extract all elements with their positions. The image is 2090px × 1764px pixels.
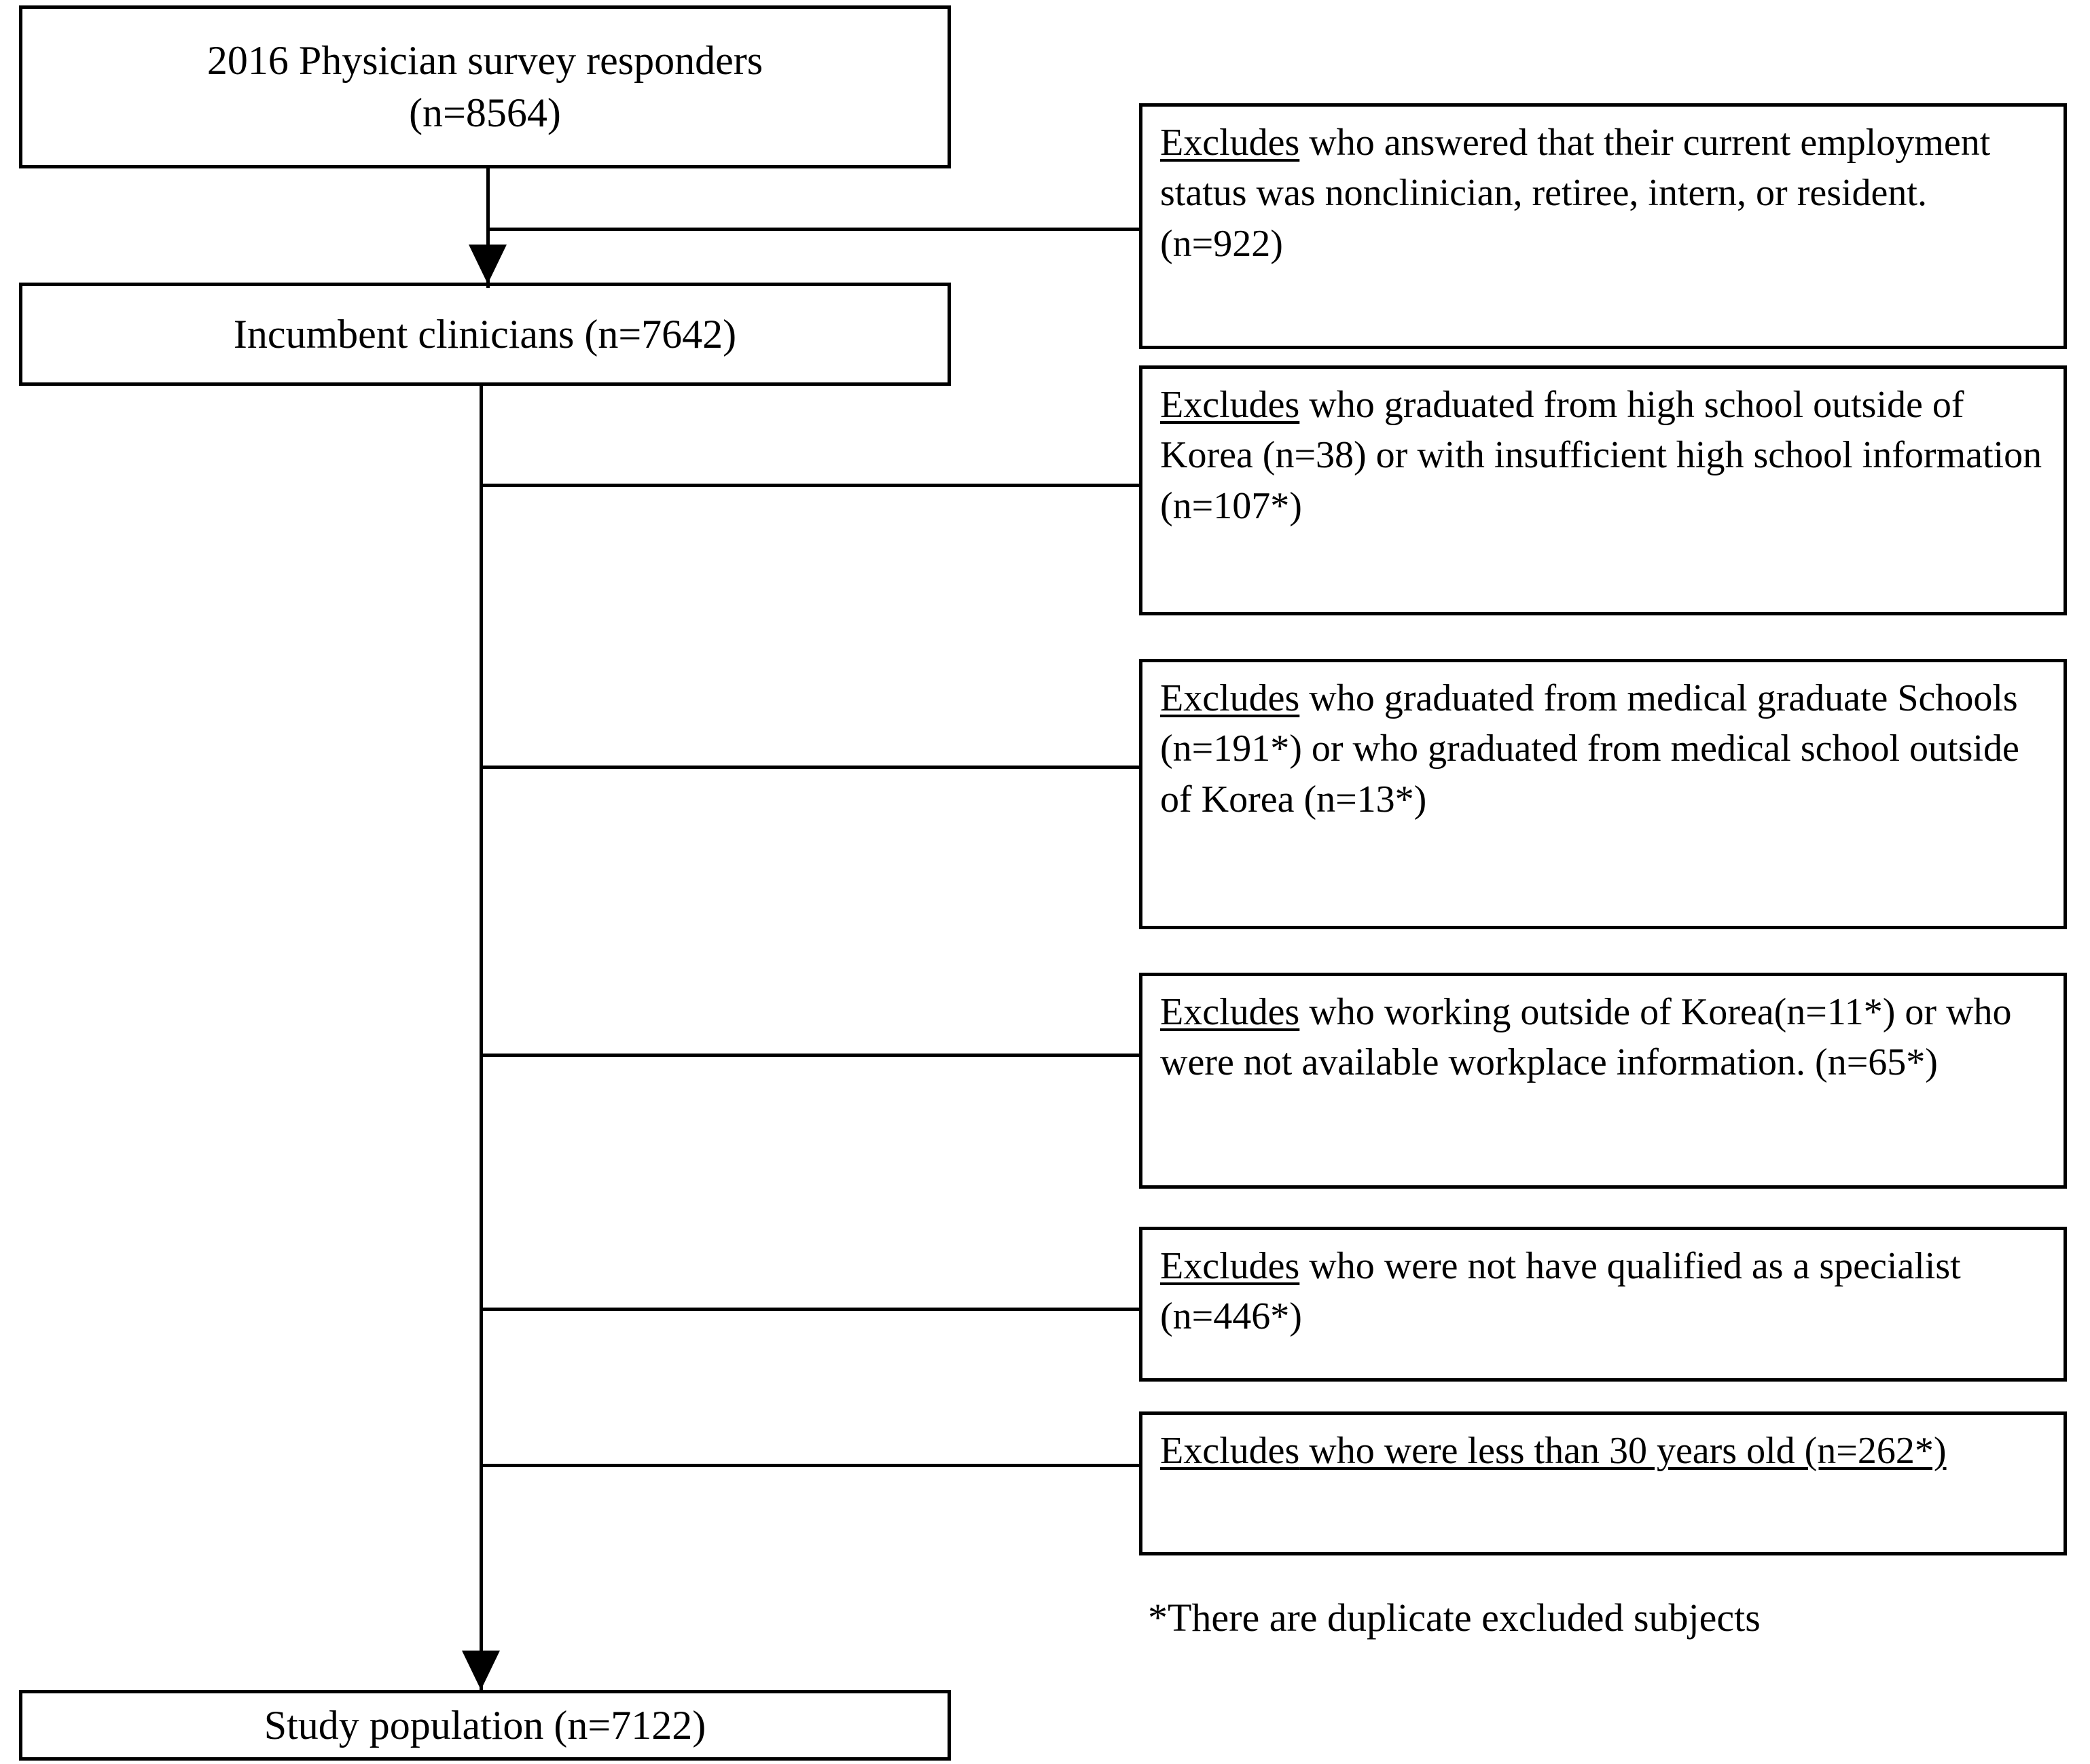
exclusion-box-3-detail: who graduated from medical graduate Scho… — [1160, 677, 2019, 821]
exclusion-box-6: Excludes who were less than 30 years old… — [1139, 1411, 2067, 1555]
exclusion-box-2-detail: who graduated from high school outside o… — [1160, 384, 2042, 527]
node-survey-responders: 2016 Physician survey responders (n=8564… — [19, 5, 951, 168]
exclusion-box-4: Excludes who working outside of Korea(n=… — [1139, 973, 2067, 1189]
exclusion-box-1: Excludes who answered that their current… — [1139, 103, 2067, 349]
connector-branch-exclusion-5 — [480, 1308, 1140, 1311]
exclusion-box-4-detail: who working outside of Korea(n=11*) or w… — [1160, 991, 2012, 1084]
node-survey-responders-line2: (n=8564) — [409, 90, 561, 135]
exclusion-box-3: Excludes who graduated from medical grad… — [1139, 659, 2067, 929]
node-incumbent-clinicians: Incumbent clinicians (n=7642) — [19, 283, 951, 386]
footnote-duplicate-subjects: *There are duplicate excluded subjects — [1148, 1596, 1761, 1640]
exclusion-box-5-detail: who were not have qualified as a special… — [1160, 1245, 1961, 1338]
node-study-population-label: Study population (n=7122) — [264, 1702, 706, 1748]
exclusion-box-5-keyword: Excludes — [1160, 1245, 1300, 1287]
connector-branch-exclusion-1 — [486, 228, 1140, 231]
connector-branch-exclusion-3 — [480, 766, 1140, 769]
exclusion-box-2-text: Excludes who graduated from high school … — [1160, 380, 2049, 531]
node-survey-responders-line1: 2016 Physician survey responders — [206, 38, 763, 84]
connector-branch-exclusion-6 — [480, 1464, 1140, 1467]
exclusion-box-1-detail: who answered that their current employme… — [1160, 122, 1991, 265]
exclusion-box-4-text: Excludes who working outside of Korea(n=… — [1160, 987, 2049, 1088]
connector-branch-exclusion-4 — [480, 1054, 1140, 1057]
node-incumbent-clinicians-label: Incumbent clinicians (n=7642) — [233, 311, 737, 357]
node-study-population: Study population (n=7122) — [19, 1690, 951, 1761]
exclusion-box-5: Excludes who were not have qualified as … — [1139, 1227, 2067, 1382]
exclusion-box-4-keyword: Excludes — [1160, 991, 1300, 1033]
exclusion-box-6-detail: who were less than 30 years old (n=262*) — [1299, 1430, 1947, 1472]
arrowhead-to-study-population — [462, 1651, 500, 1690]
connector-branch-exclusion-2 — [480, 484, 1140, 487]
exclusion-box-3-keyword: Excludes — [1160, 677, 1300, 719]
connector-spine-main — [480, 386, 483, 1690]
arrowhead-to-incumbent — [469, 245, 507, 284]
exclusion-box-1-text: Excludes who answered that their current… — [1160, 118, 2049, 269]
exclusion-box-1-keyword: Excludes — [1160, 122, 1300, 164]
exclusion-box-5-text: Excludes who were not have qualified as … — [1160, 1241, 2049, 1342]
exclusion-box-2: Excludes who graduated from high school … — [1139, 365, 2067, 615]
exclusion-box-2-keyword: Excludes — [1160, 384, 1300, 426]
exclusion-box-6-text: Excludes who were less than 30 years old… — [1160, 1426, 2049, 1476]
exclusion-box-6-keyword: Excludes — [1160, 1430, 1300, 1472]
exclusion-box-3-text: Excludes who graduated from medical grad… — [1160, 673, 2049, 825]
